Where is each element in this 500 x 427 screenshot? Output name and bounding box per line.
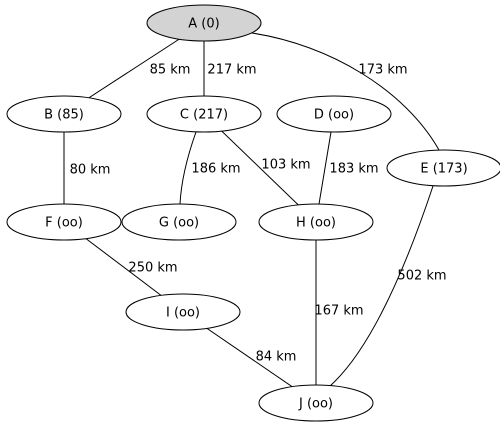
node-label: G (oo) (159, 216, 199, 231)
edge-label-f-i: 250 km (128, 261, 177, 276)
node-label: E (173) (420, 162, 467, 177)
edge-label-a-e: 173 km (358, 63, 407, 78)
edge-label-c-h: 103 km (261, 158, 310, 173)
edge-label-h-j: 167 km (314, 304, 363, 319)
node-shape (146, 4, 262, 42)
node-e: E (173) (386, 149, 500, 187)
node-shape (125, 293, 241, 331)
node-shape (6, 203, 122, 241)
node-h: H (oo) (258, 203, 374, 241)
edge-e-j (329, 185, 434, 387)
edge-label-i-j: 84 km (256, 350, 297, 365)
node-d: D (oo) (276, 95, 392, 133)
edge-label-b-f: 80 km (70, 163, 111, 178)
node-label: F (oo) (45, 216, 83, 231)
node-c: C (217) (146, 95, 262, 133)
nodes-layer: A (0) B (85) C (217) D (oo) E (173) F (oo) G (… (6, 4, 500, 422)
edge-label-a-c: 217 km (207, 63, 256, 78)
node-shape (276, 95, 392, 133)
node-label: A (0) (188, 17, 219, 32)
node-shape (386, 149, 500, 187)
edge-label-c-g: 186 km (191, 162, 240, 177)
edge-label-a-b: 85 km (150, 63, 191, 78)
edges-layer: 85 km 217 km 173 km 80 km 186 km 103 km 183 km… (63, 22, 447, 404)
node-f: F (oo) (6, 203, 122, 241)
node-label: I (oo) (166, 306, 200, 321)
node-label: C (217) (180, 108, 228, 123)
node-shape (6, 95, 122, 133)
edge-c-h (203, 113, 317, 223)
node-label: H (oo) (296, 216, 336, 231)
edge-label-d-h: 183 km (329, 162, 378, 177)
node-shape (258, 384, 374, 422)
node-g: G (oo) (121, 203, 237, 241)
node-label: D (oo) (314, 108, 354, 123)
node-label: B (85) (44, 108, 84, 123)
edge-c-g (179, 131, 197, 205)
node-b: B (85) (6, 95, 122, 133)
edge-label-e-j: 502 km (397, 269, 446, 284)
node-shape (146, 95, 262, 133)
node-a: A (0) (146, 4, 262, 42)
node-j: J (oo) (258, 384, 374, 422)
edge-a-e (251, 32, 440, 151)
node-label: J (oo) (298, 397, 333, 412)
node-shape (121, 203, 237, 241)
node-i: I (oo) (125, 293, 241, 331)
node-shape (258, 203, 374, 241)
